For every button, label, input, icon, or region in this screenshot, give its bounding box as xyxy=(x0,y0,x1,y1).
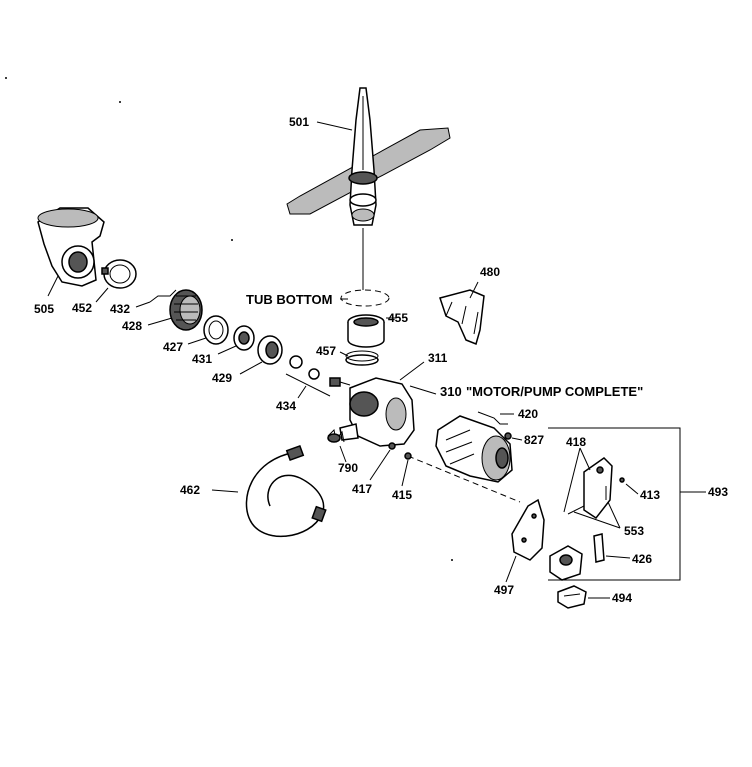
leader-418-a xyxy=(563,447,581,513)
cap-429[interactable] xyxy=(257,335,283,365)
label-418: 418 xyxy=(566,435,586,449)
fasteners-434[interactable] xyxy=(289,355,351,387)
leader-417 xyxy=(369,449,391,481)
label-429: 429 xyxy=(212,371,232,385)
leader-457 xyxy=(339,351,349,357)
label-497: 497 xyxy=(494,583,514,597)
leader-505 xyxy=(47,275,59,297)
leader-415 xyxy=(401,459,409,487)
motor[interactable] xyxy=(435,415,513,483)
leader-553-b xyxy=(607,501,621,529)
label-501: 501 xyxy=(289,115,309,129)
washer-417[interactable] xyxy=(388,442,396,450)
leader-428 xyxy=(147,317,173,326)
group-493-box xyxy=(548,427,681,581)
label-415: 415 xyxy=(392,488,412,502)
switch-494[interactable] xyxy=(557,585,587,609)
label-417: 417 xyxy=(352,482,372,496)
clamp-452[interactable] xyxy=(101,259,137,289)
spray-arm-501[interactable] xyxy=(286,87,451,226)
leader-426 xyxy=(605,555,631,559)
leader-434 xyxy=(297,385,307,399)
screw-827[interactable] xyxy=(504,432,512,440)
label-428: 428 xyxy=(122,319,142,333)
scan-dot xyxy=(451,559,453,561)
label-432: 432 xyxy=(110,302,130,316)
label-452: 452 xyxy=(72,301,92,315)
screw-413[interactable] xyxy=(619,477,625,483)
label-434: 434 xyxy=(276,399,296,413)
bracket-434 xyxy=(285,373,331,397)
leader-413 xyxy=(625,483,639,495)
motor-pump-complete-label: "MOTOR/PUMP COMPLETE" xyxy=(466,384,643,399)
label-790: 790 xyxy=(338,461,358,475)
label-413: 413 xyxy=(640,488,660,502)
leader-432 xyxy=(135,301,151,308)
leader-429 xyxy=(239,361,263,375)
ring-427[interactable] xyxy=(203,315,229,345)
spring-790[interactable] xyxy=(327,428,345,443)
sleeve-455[interactable] xyxy=(347,314,385,348)
leader-497 xyxy=(505,555,517,583)
leader-311 xyxy=(399,361,425,381)
pump-housing-311[interactable] xyxy=(339,377,415,447)
housing-505[interactable] xyxy=(37,207,105,287)
scan-dot xyxy=(5,77,7,79)
leader-427 xyxy=(187,337,207,345)
wire-432[interactable] xyxy=(149,289,177,303)
label-311: 311 xyxy=(428,351,448,365)
leader-418-b xyxy=(579,447,591,471)
leader-480 xyxy=(469,281,479,299)
label-494: 494 xyxy=(612,591,632,605)
hose-462[interactable] xyxy=(245,444,327,538)
impeller-428[interactable] xyxy=(169,289,203,331)
bracket-418-assembly[interactable] xyxy=(567,457,613,520)
label-310: 310 xyxy=(440,384,462,399)
guard-480[interactable] xyxy=(439,289,485,346)
leader-462 xyxy=(211,489,239,493)
label-455: 455 xyxy=(388,311,408,325)
snap-ring-457[interactable] xyxy=(345,350,379,366)
wire-420[interactable] xyxy=(477,411,508,425)
leader-827 xyxy=(511,437,523,441)
seal-431[interactable] xyxy=(233,325,255,351)
leader-310 xyxy=(409,385,437,395)
label-553: 553 xyxy=(624,524,644,538)
leader-431 xyxy=(217,345,237,355)
label-505: 505 xyxy=(34,302,54,316)
motor-mount-497[interactable] xyxy=(511,498,545,561)
scan-dot xyxy=(119,101,121,103)
clip-426[interactable] xyxy=(593,533,605,563)
label-493: 493 xyxy=(708,485,728,499)
dash-line-motor xyxy=(407,455,521,503)
switch-component[interactable] xyxy=(549,545,583,581)
tub-bottom-label: TUB BOTTOM xyxy=(246,292,332,307)
scan-dot xyxy=(231,239,233,241)
leader-553-a xyxy=(573,511,621,529)
label-462: 462 xyxy=(180,483,200,497)
label-457: 457 xyxy=(316,344,336,358)
leader-452 xyxy=(95,287,109,303)
leader-790 xyxy=(339,445,347,463)
nut-415[interactable] xyxy=(404,452,412,460)
tub-bottom-gasket[interactable] xyxy=(340,289,390,307)
label-480: 480 xyxy=(480,265,500,279)
label-427: 427 xyxy=(163,340,183,354)
label-426: 426 xyxy=(632,552,652,566)
label-431: 431 xyxy=(192,352,212,366)
label-827: 827 xyxy=(524,433,544,447)
label-420: 420 xyxy=(518,407,538,421)
leader-501 xyxy=(316,121,353,131)
